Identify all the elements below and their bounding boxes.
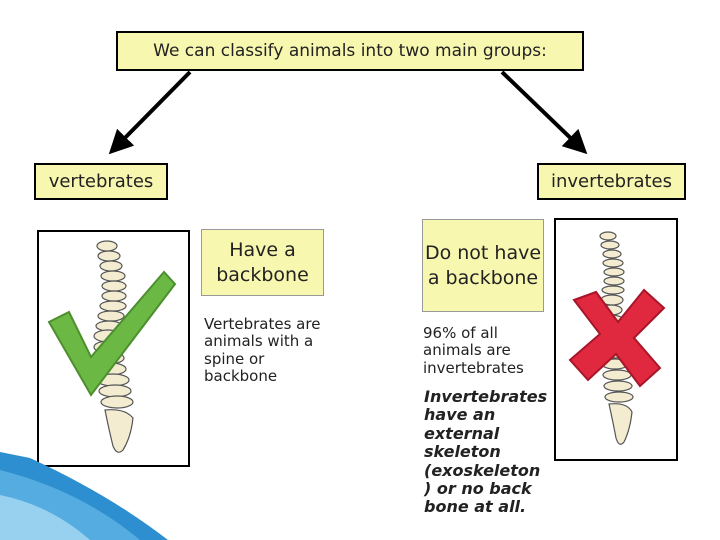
vertebrates-box: vertebrates: [34, 163, 168, 200]
cross-icon: [568, 288, 666, 388]
no-backbone-box: Do not have a backbone: [422, 219, 544, 312]
vertebrates-label: vertebrates: [48, 171, 154, 192]
title-text: We can classify animals into two main gr…: [153, 41, 547, 61]
invertebrates-stat: 96% of all animals are invertebrates: [423, 324, 524, 377]
no-backbone-label: Do not have a backbone: [424, 241, 542, 289]
arrow-to-invertebrates: [500, 70, 588, 155]
invertebrates-note: Invertebrates have an external skeleton …: [424, 387, 548, 517]
invertebrates-box: invertebrates: [537, 163, 686, 200]
title-box: We can classify animals into two main gr…: [116, 31, 584, 71]
arrow-to-vertebrates: [108, 70, 192, 155]
invertebrate-spine-image: [554, 218, 678, 461]
checkmark-icon: [47, 270, 177, 397]
have-backbone-box: Have a backbone: [201, 229, 324, 296]
have-backbone-label: Have a backbone: [216, 238, 309, 286]
invertebrates-label: invertebrates: [550, 171, 673, 192]
vertebrate-spine-image: [37, 230, 190, 467]
vertebrates-description: Vertebrates are animals with a spine or …: [204, 315, 321, 385]
